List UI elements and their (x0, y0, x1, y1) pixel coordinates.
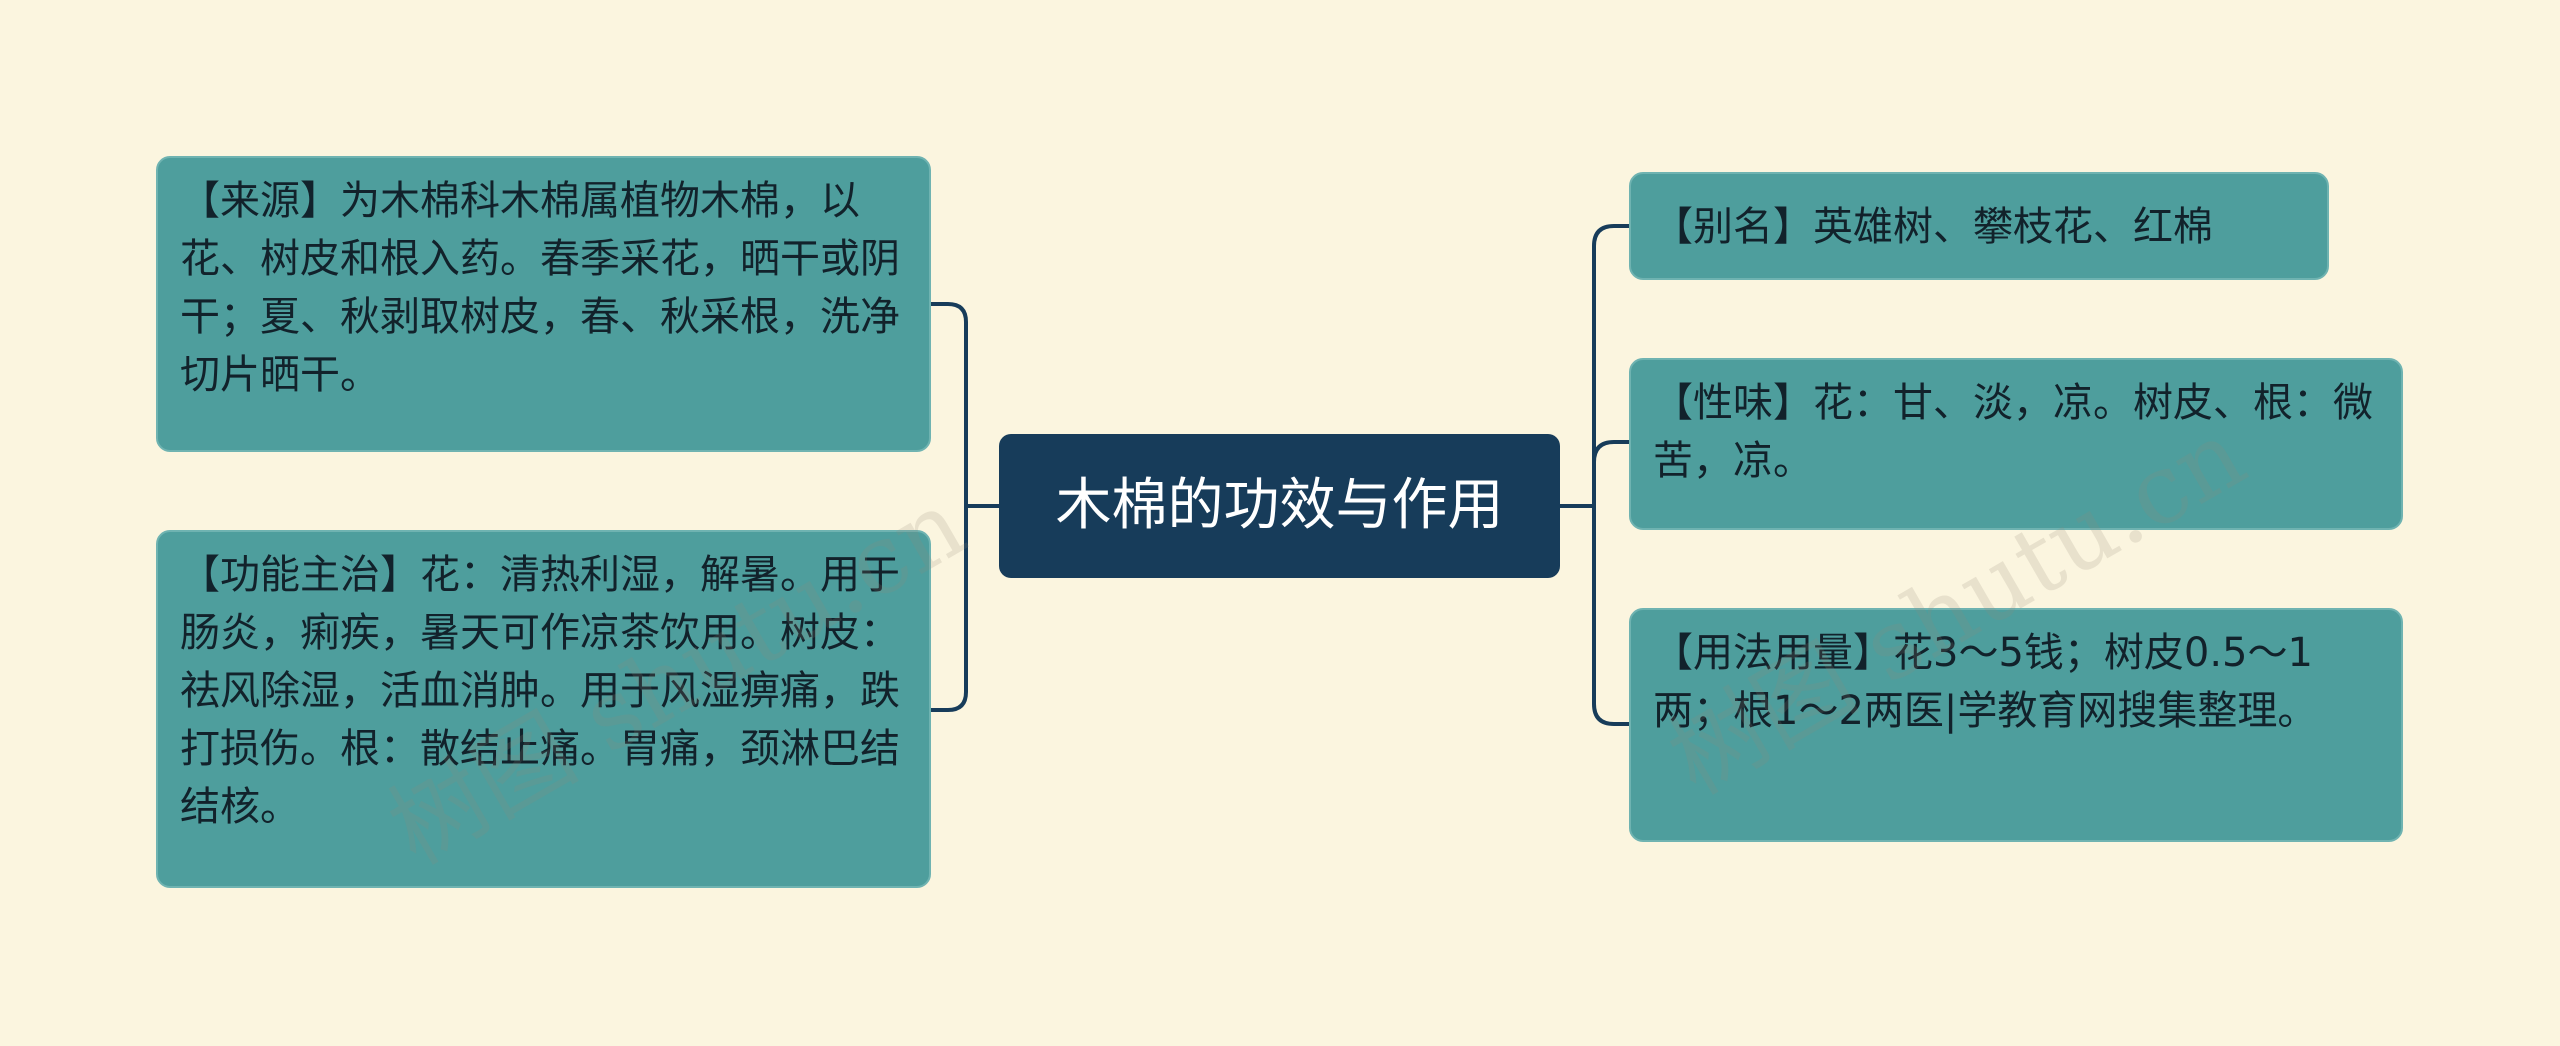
branch-source[interactable]: 【来源】为木棉科木棉属植物木棉，以花、树皮和根入药。春季采花，晒干或阴干；夏、秋… (156, 156, 931, 452)
connector-left-bracket (930, 302, 968, 712)
connector-right-bracket (1592, 224, 1629, 726)
branch-alias[interactable]: 【别名】英雄树、攀枝花、红棉 (1629, 172, 2329, 280)
connector-right-middle (1592, 440, 1629, 463)
branch-nature-taste[interactable]: 【性味】花：甘、淡，凉。树皮、根：微苦，凉。 (1629, 358, 2403, 530)
branch-functions[interactable]: 【功能主治】花：清热利湿，解暑。用于肠炎，痢疾，暑天可作凉茶饮用。树皮：祛风除湿… (156, 530, 931, 888)
branch-dosage[interactable]: 【用法用量】花3～5钱；树皮0.5～1两；根1～2两医|学教育网搜集整理。 (1629, 608, 2403, 842)
central-topic[interactable]: 木棉的功效与作用 (999, 434, 1560, 578)
